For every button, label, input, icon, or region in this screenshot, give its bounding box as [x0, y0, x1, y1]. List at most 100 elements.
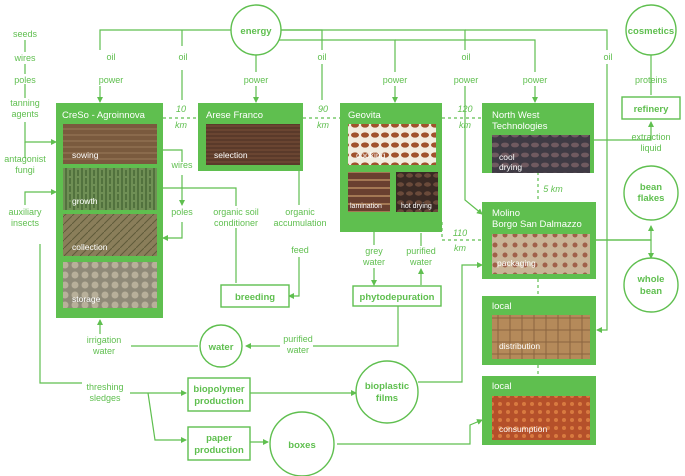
paper-box [187, 426, 251, 461]
photo-distribution-label: distribution [499, 341, 540, 351]
photo-distribution [492, 315, 590, 359]
refinery-box [621, 96, 681, 120]
distance-90: 90 [318, 104, 328, 114]
oil-to-distribution [596, 64, 608, 333]
local-distribution-title: local [492, 301, 512, 312]
phytodepuration-box [352, 285, 442, 307]
photo-sowing-label: sowing [72, 150, 99, 160]
organic-acc-label-1: organic [285, 207, 315, 217]
distance-90-unit: km [317, 120, 330, 130]
photo-hot-drying-label: hot drying [401, 203, 432, 210]
arese-title: Arese Franco [206, 110, 263, 121]
oil-label-4: oil [461, 52, 470, 62]
purified-water-b-label-1: purified [283, 334, 313, 344]
input-agents: agents [11, 109, 39, 119]
molino-block: Molino Borgo San Dalmazzo packaging [482, 202, 596, 279]
bioplastic-label-1: bioplastic [365, 381, 409, 392]
photo-selection-label: selection [214, 150, 248, 160]
whole-bean-label-2: bean [640, 286, 662, 297]
oil-to-molino [464, 86, 483, 215]
inputs-to-creso [24, 122, 57, 145]
input-poles: poles [14, 75, 36, 85]
paper-label-1: paper [206, 433, 232, 444]
power-label-2: power [244, 75, 269, 85]
energy-to-power-northwest [395, 39, 536, 72]
water-label: water [208, 342, 234, 353]
input-wires: wires [13, 53, 36, 63]
breeding-box [220, 284, 290, 308]
refinery-label: refinery [634, 104, 670, 115]
irrigation-label-2: water [92, 346, 115, 356]
photo-storage-label: storage [72, 294, 101, 304]
photo-collection [63, 214, 157, 256]
wires-label: wires [170, 160, 193, 170]
threshing-label-2: sledges [89, 393, 121, 403]
power-label-1: power [99, 75, 124, 85]
photo-hot-drying [396, 172, 438, 212]
proteins-label: proteins [635, 75, 668, 85]
purified-water-label-2: water [409, 257, 432, 267]
northwest-title-2: Technologies [492, 121, 548, 132]
cosmetics-label: cosmetics [628, 26, 674, 37]
biopolymer-label-1: biopolymer [193, 384, 245, 395]
whole-bean-label-1: whole [637, 274, 665, 285]
biopolymer-label-2: production [194, 396, 244, 407]
energy-to-oil-5 [465, 29, 608, 50]
photo-consumption [492, 396, 590, 440]
creso-block: CreSo - Agroinnova sowing growth collect… [56, 103, 163, 318]
input-tanning: tanning [10, 98, 40, 108]
insects-to-creso [24, 189, 57, 205]
photo-cooking [348, 124, 436, 165]
photo-cool-drying [492, 135, 590, 173]
threshing-to-paper [147, 392, 187, 443]
photo-collection-label: collection [72, 242, 108, 252]
northwest-title-1: North West [492, 110, 540, 121]
northwest-to-refinery [594, 121, 654, 141]
molino-title-2: Borgo San Dalmazzo [492, 219, 582, 230]
films-to-molino [418, 262, 483, 383]
power-label-5: power [523, 75, 548, 85]
photo-cooking-label: cooking [356, 150, 386, 160]
phyto-to-purified [313, 306, 399, 347]
extraction-label-2: liquid [640, 143, 661, 153]
energy-to-power-geovita [272, 39, 396, 72]
northwest-block: North West Technologies cool drying [482, 103, 594, 173]
threshing-label-1: threshing [86, 382, 123, 392]
molino-to-bean-flakes [596, 225, 654, 241]
purified-water-b-label-2: water [286, 345, 309, 355]
organic-acc-label-2: accumulation [273, 218, 326, 228]
input-seeds: seeds [13, 29, 38, 39]
photo-packaging-label: packaging [497, 258, 536, 268]
photo-cool-label: cool [499, 152, 515, 162]
oil-label-3: oil [317, 52, 326, 62]
photo-growth [63, 168, 157, 210]
organic-soil-label-2: conditioner [214, 218, 258, 228]
poles-to-creso [162, 222, 183, 241]
input-auxiliary: auxiliary [8, 207, 42, 217]
distance-110: 110 [453, 228, 467, 238]
organic-soil-label-1: organic soil [213, 207, 259, 217]
local-consumption-block: local consumption [482, 376, 596, 445]
creso-to-threshing [39, 244, 82, 384]
creso-title: CreSo - Agroinnova [62, 110, 146, 121]
feed-label: feed [291, 245, 309, 255]
feed-to-breeding [288, 257, 300, 299]
molino-title-1: Molino [492, 208, 520, 219]
energy-hub [230, 4, 282, 56]
geovita-block: Geovita cooking lamination hot drying [340, 103, 442, 232]
distance-5km: 5 km [543, 184, 563, 194]
photo-packaging [492, 234, 590, 274]
photo-growth-label: growth [72, 196, 98, 206]
oil-label-2: oil [178, 52, 187, 62]
oil-label-5: oil [603, 52, 612, 62]
cosmetics-hub [625, 4, 677, 56]
photo-selection [206, 124, 300, 165]
photo-sowing [63, 124, 157, 164]
local-consumption-title: local [492, 381, 512, 392]
connectors [24, 29, 654, 445]
water-hub [199, 324, 243, 368]
irrigation-label-1: irrigation [87, 335, 122, 345]
geovita-panel [340, 103, 442, 232]
input-insects: insects [11, 218, 40, 228]
oil-label-1: oil [106, 52, 115, 62]
